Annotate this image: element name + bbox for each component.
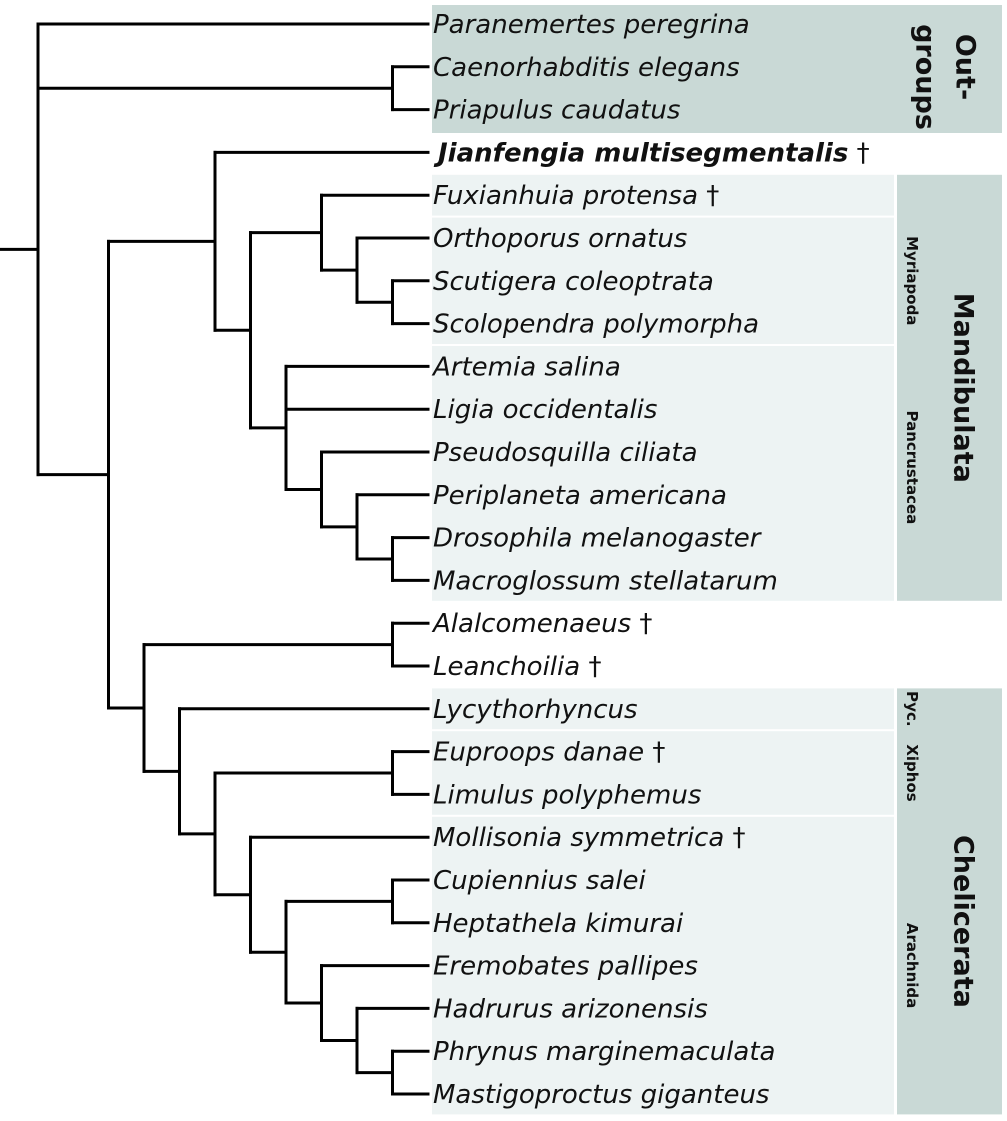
pancrustacea-label: Pancrustacea: [903, 411, 921, 525]
mandibulata-label: Mandibulata: [948, 293, 979, 483]
arachnida-box: [432, 816, 894, 1115]
taxon-label: Mollisonia symmetrica †: [433, 823, 746, 853]
taxon-name: Limulus polyphemus: [433, 780, 701, 810]
taxon-name: Lycythorhyncus: [433, 695, 638, 725]
taxon-label: Periplaneta americana: [433, 481, 727, 511]
taxon-label: Mastigoproctus giganteus: [433, 1080, 769, 1110]
taxon-name: Periplaneta americana: [433, 481, 727, 511]
mandibulata-box: [897, 174, 1002, 601]
xiphosura-box: [432, 731, 894, 815]
taxon-label: Jianfengia multisegmentalis †: [433, 138, 870, 168]
taxon-name: Eremobates pallipes: [433, 952, 698, 982]
taxon-label: Drosophila melanogaster: [433, 524, 763, 554]
extinct-dagger: †: [580, 652, 601, 682]
taxon-label: Paranemertes peregrina: [433, 10, 750, 40]
taxon-name: Paranemertes peregrina: [433, 10, 750, 40]
taxon-name: Drosophila melanogaster: [433, 524, 763, 554]
taxon-label: Caenorhabditis elegans: [433, 53, 740, 83]
branch-layer: [0, 22, 430, 1096]
taxon-name: Phrynus marginemaculata: [433, 1037, 775, 1067]
outgroups-box: [432, 5, 1002, 133]
taxon-label: Cupiennius salei: [433, 866, 647, 896]
taxon-name: Ligia occidentalis: [433, 395, 657, 425]
pycnogonida-label: Pyc.: [903, 691, 921, 727]
taxon-name: Caenorhabditis elegans: [433, 53, 740, 83]
taxon-label: Eremobates pallipes: [433, 952, 698, 982]
taxon-name: Leanchoilia: [433, 652, 580, 682]
taxon-name: Heptathela kimurai: [433, 909, 684, 939]
extinct-dagger: †: [644, 738, 665, 768]
taxon-name: Mastigoproctus giganteus: [433, 1080, 769, 1110]
taxon-label: Artemia salina: [431, 352, 621, 382]
taxon-label: Heptathela kimurai: [433, 909, 684, 939]
taxon-name: Euproops danae: [433, 738, 644, 768]
taxon-name: Cupiennius salei: [433, 866, 647, 896]
taxon-label: Fuxianhuia protensa †: [433, 181, 719, 211]
extinct-dagger: †: [724, 823, 745, 853]
taxon-name: Scolopendra polymorpha: [433, 310, 759, 340]
chelicerata-label: Chelicerata: [948, 835, 979, 1008]
taxon-label: Hadrurus arizonensis: [433, 994, 708, 1024]
myriapoda-box: [432, 217, 894, 344]
myriapoda-label: Myriapoda: [903, 236, 921, 325]
taxon-label: Lycythorhyncus: [433, 695, 638, 725]
taxon-label: Scutigera coleoptrata: [433, 267, 714, 297]
taxon-name: Priapulus caudatus: [433, 96, 680, 126]
taxon-label: Euproops danae †: [433, 738, 665, 768]
extinct-dagger: †: [698, 181, 719, 211]
taxon-label: Pseudosquilla ciliata: [433, 438, 698, 468]
taxon-name: Alalcomenaeus: [431, 609, 631, 639]
taxon-label: Orthoporus ornatus: [433, 224, 687, 254]
pycnogonida-box: [432, 688, 894, 730]
taxon-label: Phrynus marginemaculata: [433, 1037, 775, 1067]
chelicerata-box: [897, 688, 1002, 1115]
outgroups-label-line1: Out-: [950, 34, 981, 100]
taxon-name: Pseudosquilla ciliata: [433, 438, 698, 468]
taxon-name: Macroglossum stellatarum: [433, 566, 778, 596]
taxon-label: Priapulus caudatus: [433, 96, 680, 126]
taxon-name: Mollisonia symmetrica: [433, 823, 724, 853]
outgroups-label-line2: groups: [910, 24, 941, 130]
taxon-label: Macroglossum stellatarum: [433, 566, 778, 596]
taxon-name: Jianfengia multisegmentalis: [433, 138, 848, 168]
pancrustacea-box: [432, 346, 894, 601]
clade-background-layer: [432, 5, 1002, 1115]
taxon-name: Hadrurus arizonensis: [433, 994, 708, 1024]
taxon-label: Leanchoilia †: [433, 652, 601, 682]
fuxianhuia-box: [432, 174, 894, 216]
taxon-name: Scutigera coleoptrata: [433, 267, 714, 297]
taxon-label: Ligia occidentalis: [433, 395, 657, 425]
taxon-label: Scolopendra polymorpha: [433, 310, 759, 340]
arachnida-label: Arachnida: [903, 923, 921, 1008]
extinct-dagger: †: [631, 609, 652, 639]
taxon-name: Artemia salina: [431, 352, 621, 382]
xiphosura-label: Xiphos: [903, 744, 921, 801]
taxon-label: Limulus polyphemus: [433, 780, 701, 810]
extinct-dagger: †: [848, 138, 869, 168]
taxon-name: Fuxianhuia protensa: [433, 181, 698, 211]
taxon-label: Alalcomenaeus †: [431, 609, 652, 639]
taxon-name: Orthoporus ornatus: [433, 224, 687, 254]
